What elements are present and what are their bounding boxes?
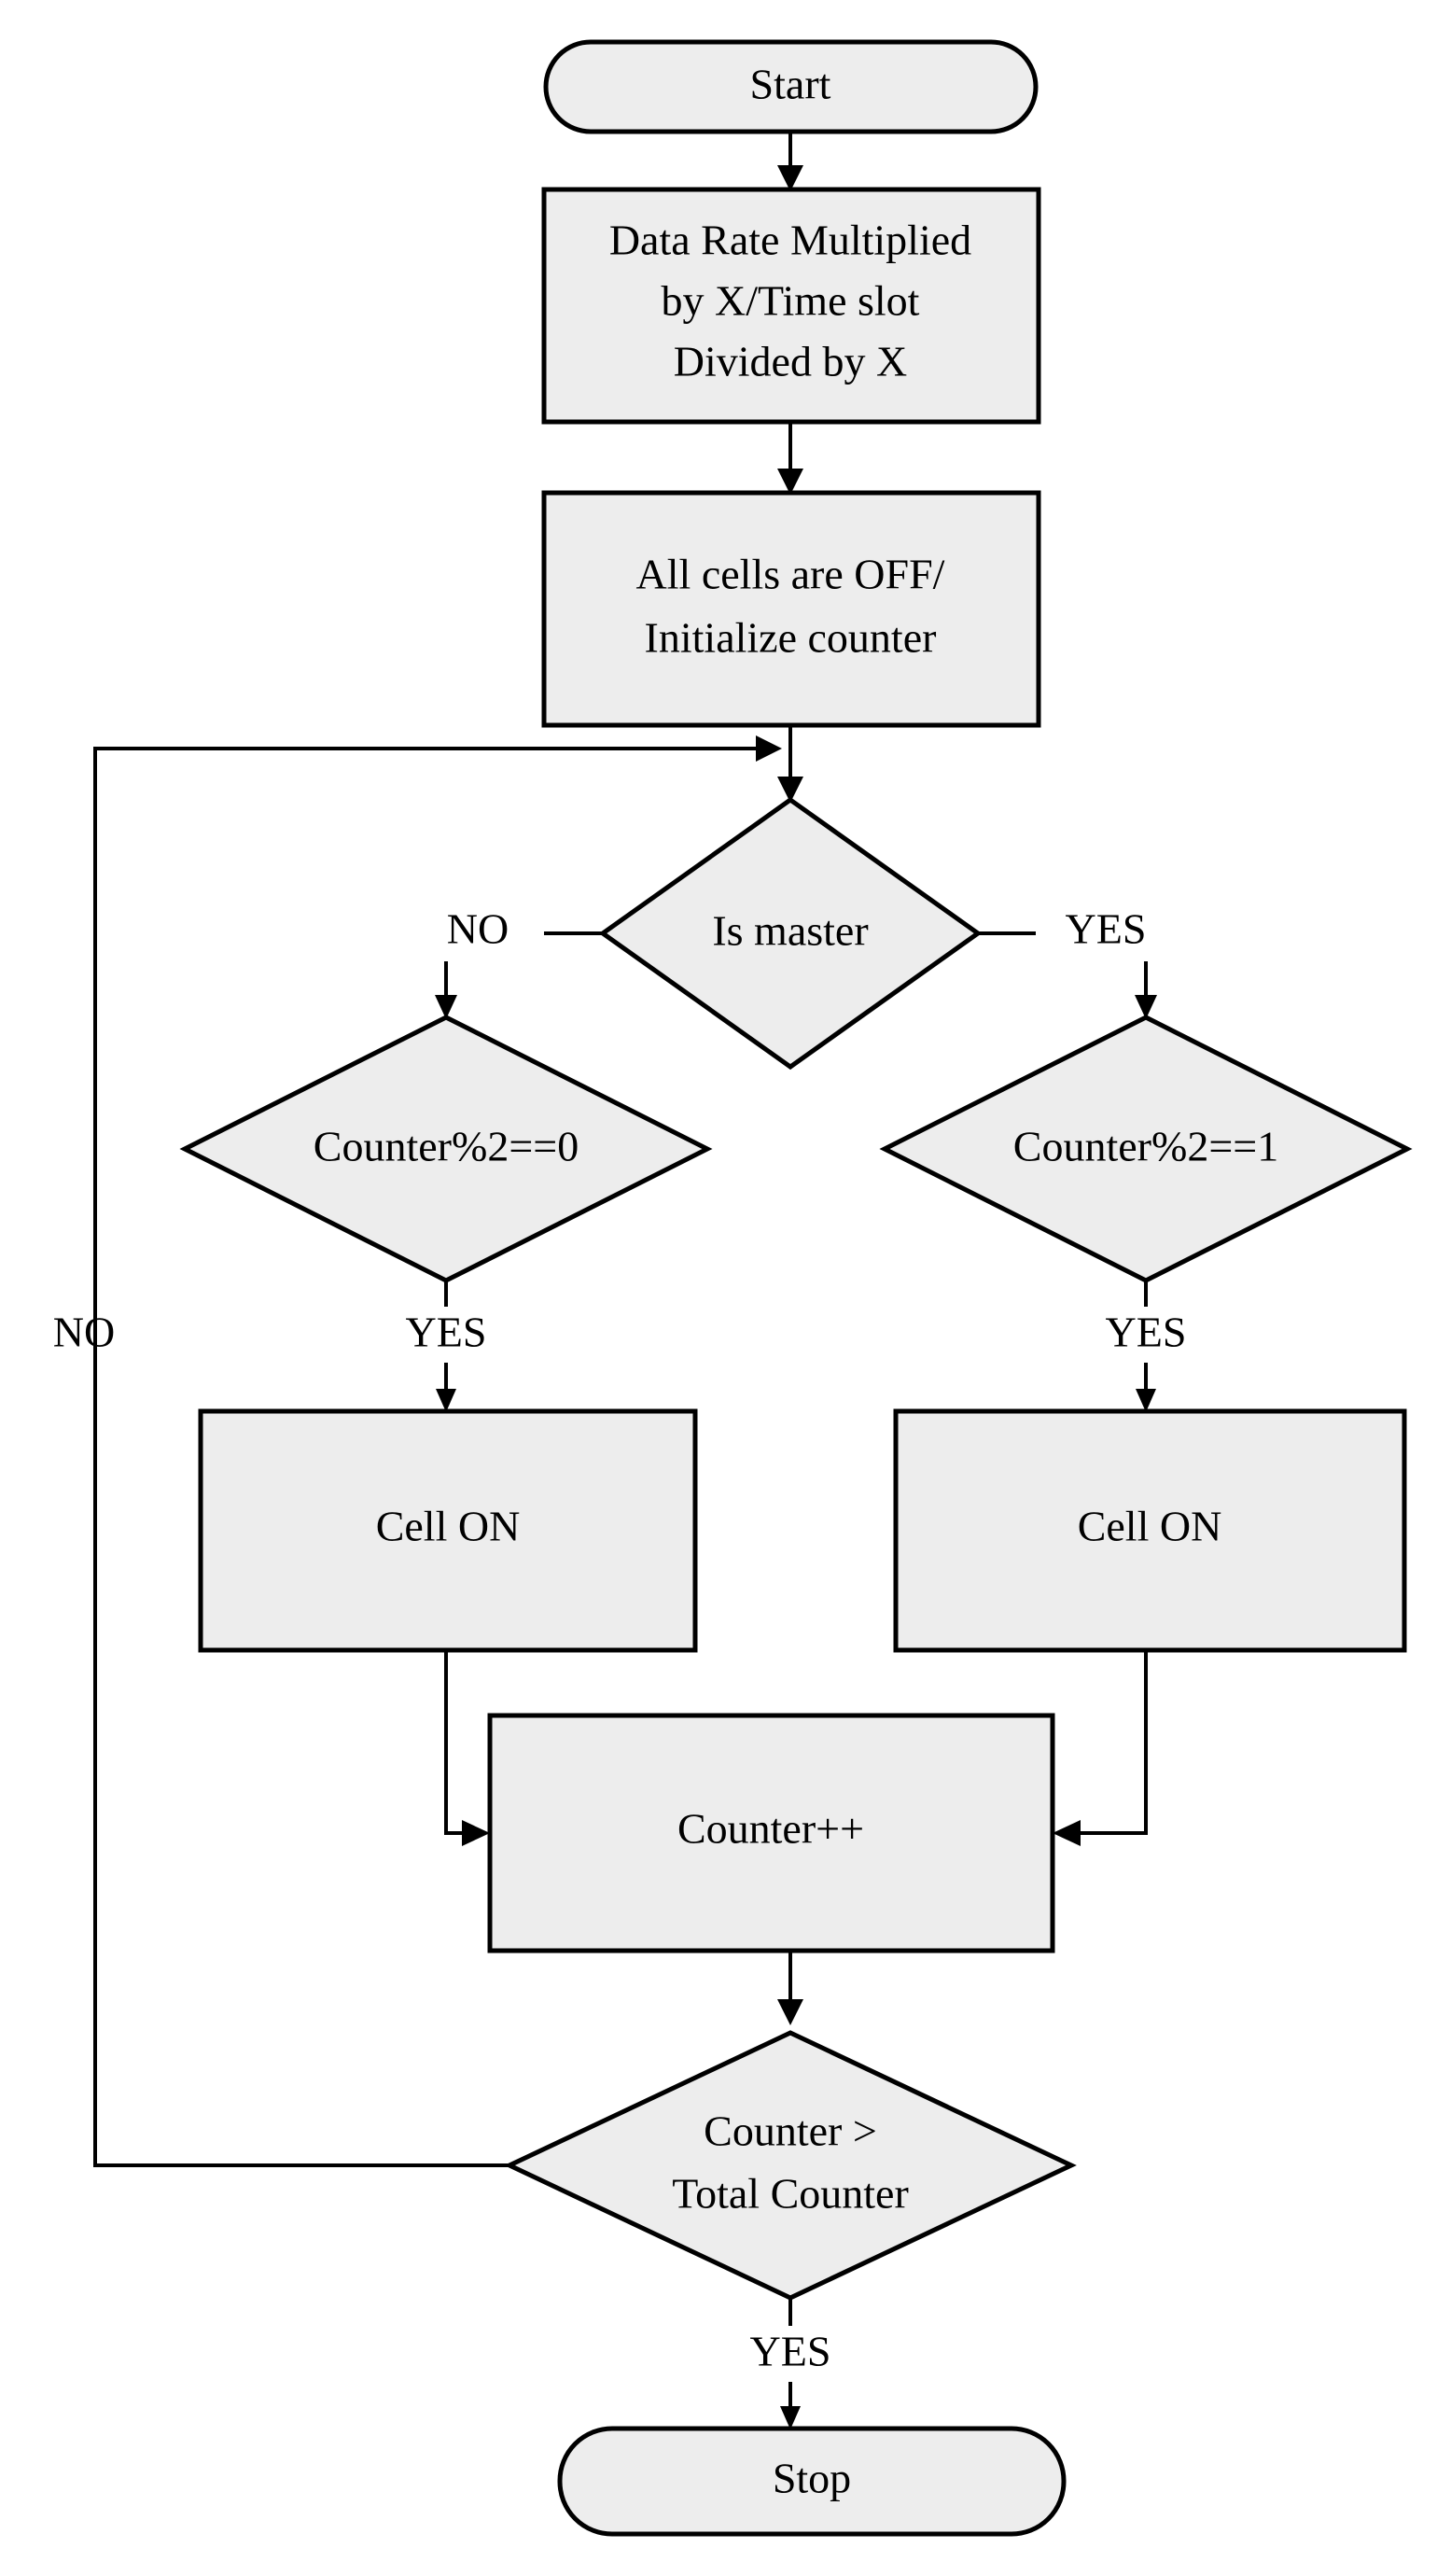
node-start[interactable]: Start xyxy=(543,39,1039,134)
counter-cmp-label-line1: Counter > xyxy=(704,2107,877,2155)
node-cell-on-right[interactable]: Cell ON xyxy=(893,1408,1407,1653)
edge-cell-on-right-to-counter-inc xyxy=(1078,1650,1148,1835)
cell-on-right-shape[interactable] xyxy=(893,1408,1407,1653)
init-shape[interactable] xyxy=(541,490,1041,728)
cell-on-left-shape[interactable] xyxy=(198,1408,698,1653)
counter-mod0-shape[interactable] xyxy=(179,1015,713,1283)
counter-mod1-label: Counter%2==1 xyxy=(1013,1123,1278,1170)
counter-cmp-label-line2: Total Counter xyxy=(672,2170,909,2218)
node-init[interactable]: All cells are OFF/ Initialize counter xyxy=(541,490,1041,728)
edge-label-mod1-yes: YES xyxy=(1106,1309,1187,1356)
edge-label-mod0-yes: YES xyxy=(406,1309,487,1356)
arrowhead-start-to-data-rate xyxy=(777,165,803,191)
edge-labels: NO YES YES YES NO YES xyxy=(53,905,1187,2375)
node-counter-mod0[interactable]: Counter%2==0 xyxy=(179,1015,713,1283)
cell-on-right-label: Cell ON xyxy=(1078,1503,1222,1550)
arrowhead-is-master-yes xyxy=(1135,995,1157,1019)
arrowhead-is-master-no xyxy=(435,995,457,1019)
counter-mod1-shape[interactable] xyxy=(879,1015,1413,1283)
node-cell-on-left[interactable]: Cell ON xyxy=(198,1408,698,1653)
data-rate-label-line3: Divided by X xyxy=(674,338,907,385)
start-label: Start xyxy=(750,61,831,108)
arrowhead-counter-cmp-to-stop xyxy=(780,2406,801,2429)
node-counter-cmp[interactable]: Counter > Total Counter xyxy=(504,2030,1077,2301)
node-stop[interactable]: Stop xyxy=(557,2426,1067,2537)
counter-inc-label: Counter++ xyxy=(677,1805,864,1853)
counter-inc-shape[interactable] xyxy=(487,1713,1055,1953)
arrowhead-cell-on-left-to-counter-inc xyxy=(462,1820,490,1846)
stop-shape[interactable] xyxy=(557,2426,1067,2537)
connectors xyxy=(93,131,1157,2429)
edge-label-is-master-yes: YES xyxy=(1066,905,1147,953)
data-rate-label-line2: by X/Time slot xyxy=(662,277,920,325)
arrowhead-loop-no-feedback xyxy=(756,735,782,762)
node-counter-inc[interactable]: Counter++ xyxy=(487,1713,1055,1953)
init-label-line1: All cells are OFF/ xyxy=(636,551,945,598)
arrowhead-counter-inc-to-counter-cmp xyxy=(777,1999,803,2025)
cell-on-left-label: Cell ON xyxy=(376,1503,521,1550)
arrowhead-data-rate-to-init xyxy=(777,469,803,495)
start-shape[interactable] xyxy=(543,39,1039,134)
arrowhead-mod0-to-cell-on-left xyxy=(436,1389,456,1412)
edge-label-is-master-no: NO xyxy=(447,905,509,953)
data-rate-label-line1: Data Rate Multiplied xyxy=(609,217,971,264)
init-label-line2: Initialize counter xyxy=(645,614,937,662)
is-master-shape[interactable] xyxy=(598,796,983,1071)
node-counter-mod1[interactable]: Counter%2==1 xyxy=(879,1015,1413,1283)
node-data-rate[interactable]: Data Rate Multiplied by X/Time slot Divi… xyxy=(541,187,1041,425)
arrowhead-cell-on-right-to-counter-inc xyxy=(1053,1820,1081,1846)
edge-loop-no-feedback xyxy=(93,747,765,2167)
node-is-master[interactable]: Is master xyxy=(598,796,983,1071)
arrowhead-init-to-is-master xyxy=(777,777,803,803)
is-master-label: Is master xyxy=(712,907,868,955)
edge-cell-on-left-to-counter-inc xyxy=(444,1650,467,1835)
counter-mod0-label: Counter%2==0 xyxy=(314,1123,579,1170)
counter-cmp-shape[interactable] xyxy=(504,2030,1077,2301)
data-rate-shape[interactable] xyxy=(541,187,1041,425)
edge-label-cmp-yes: YES xyxy=(750,2328,831,2375)
edge-label-loop-no: NO xyxy=(53,1309,115,1356)
arrowhead-mod1-to-cell-on-right xyxy=(1136,1389,1156,1412)
stop-label: Stop xyxy=(773,2455,851,2502)
